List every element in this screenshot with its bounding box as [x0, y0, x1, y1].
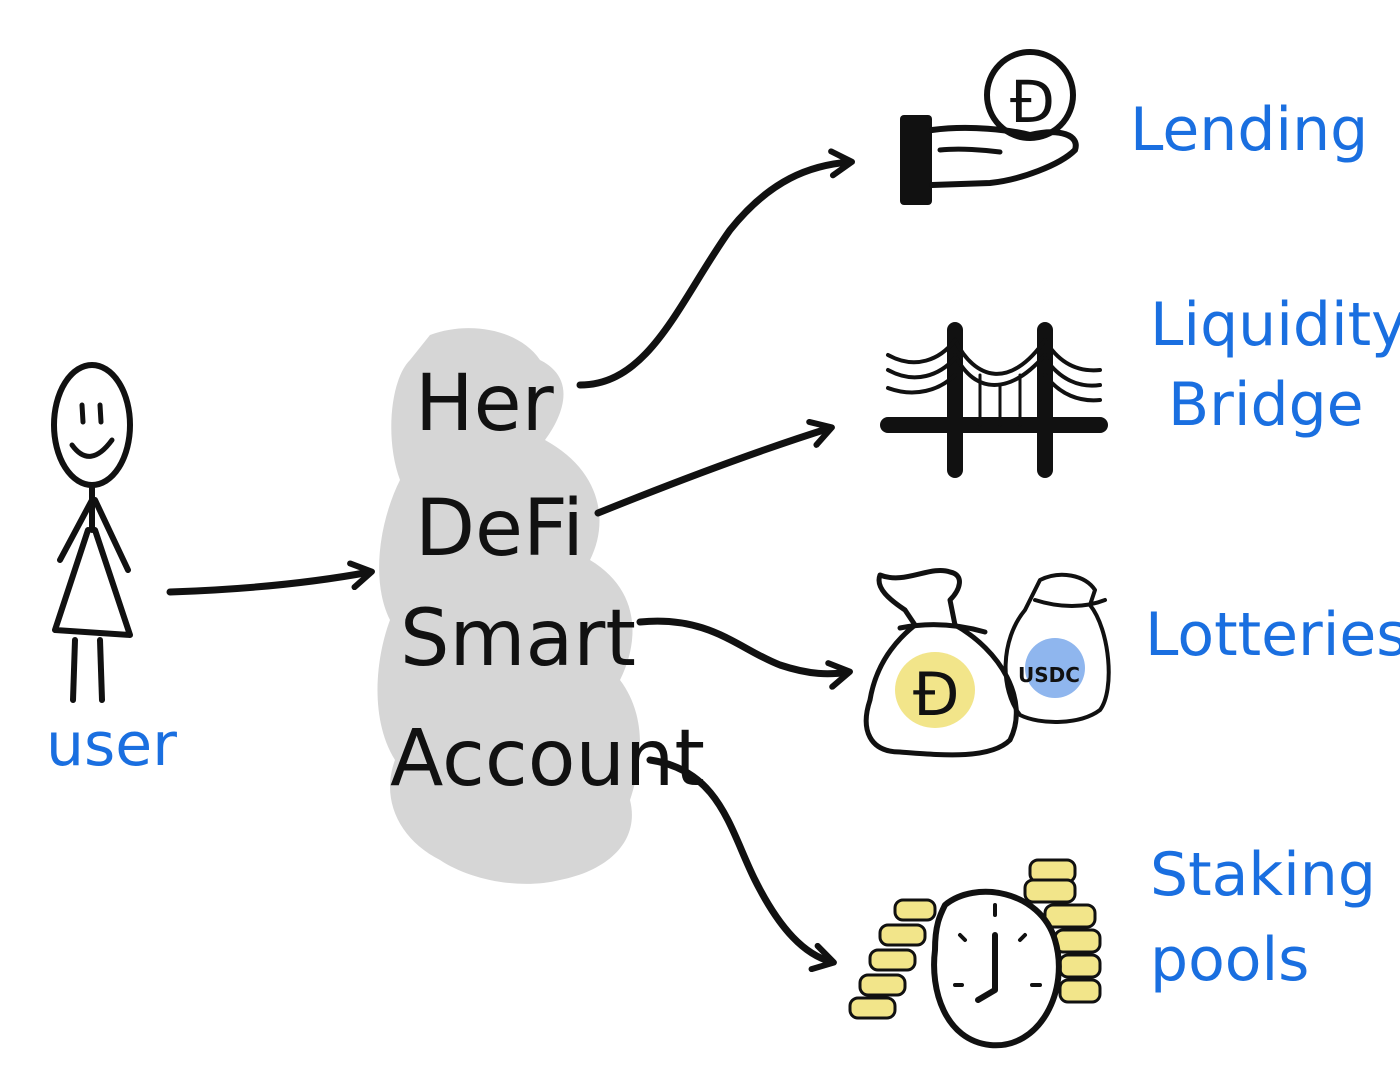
arrow-user-to-account: [166, 560, 375, 596]
account-line: DeFi: [415, 484, 584, 574]
user-figure-icon: [51, 362, 133, 703]
account-line: Account: [390, 714, 705, 804]
bridge-icon: [880, 322, 1108, 478]
user-label: user: [46, 710, 177, 780]
clock-coins-icon: [848, 858, 1102, 1049]
arrow-to-liquidity-bridge: [594, 418, 835, 517]
flow-arrows: [166, 148, 855, 973]
arrow-to-staking-pools: [646, 756, 837, 973]
destination-label: pools: [1150, 925, 1309, 995]
destination-label: Liquidity: [1150, 290, 1400, 360]
account-line: Smart: [400, 594, 636, 684]
smart-account-highlight: [377, 328, 640, 884]
money-bags-icon: USDC Đ: [863, 568, 1111, 758]
arrow-to-lotteries: [636, 617, 853, 690]
destination-label: Bridge: [1168, 370, 1364, 440]
destination-label: Lotteries: [1145, 600, 1400, 670]
destination-label: Lending: [1130, 95, 1368, 165]
dai-symbol: Đ: [1010, 68, 1055, 136]
destination-label: Staking: [1150, 840, 1376, 910]
hand-coin-icon: Đ: [900, 49, 1079, 205]
smudge-shape: [377, 328, 640, 884]
smart-account-label: Her DeFi Smart Account: [390, 359, 705, 804]
dai-symbol: Đ: [913, 660, 960, 730]
usdc-label: USDC: [1018, 663, 1080, 687]
account-line: Her: [415, 359, 555, 449]
arrow-to-lending: [576, 148, 855, 389]
